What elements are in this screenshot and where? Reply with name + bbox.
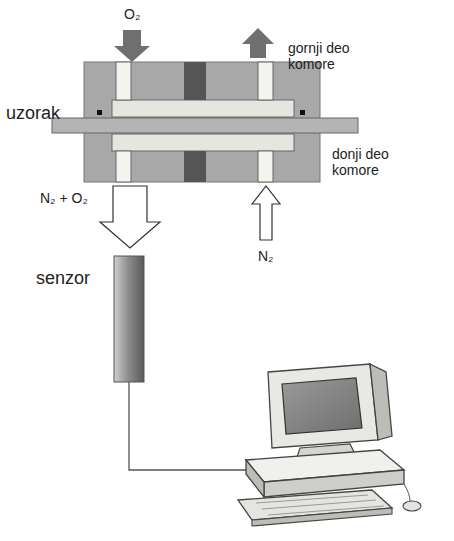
upper-cavity [112, 100, 294, 117]
chamber-part-label: donji deo komore [332, 146, 432, 178]
sensor-cable [129, 382, 250, 470]
upper-port [258, 62, 273, 100]
nitrogen-inflow-arrow [252, 186, 280, 240]
sensor-label: senzor [36, 268, 90, 289]
lower-port [116, 151, 131, 182]
sensor-body [114, 256, 144, 382]
gas-label: N₂ + O₂ [40, 190, 88, 206]
lower-center-block [184, 151, 206, 182]
lower-cavity [112, 134, 294, 151]
inflow-arrow [114, 30, 150, 62]
chamber-part-label: gornji deo komore [288, 40, 388, 72]
seal-dot [97, 110, 102, 115]
upper-port [116, 62, 131, 100]
gas-outflow-arrow [100, 186, 160, 248]
gas-label: O₂ [124, 6, 140, 22]
computer [238, 364, 421, 526]
sample-label: uzorak [6, 103, 60, 124]
outflow-arrow [242, 28, 274, 58]
lower-port [258, 151, 273, 182]
upper-center-block [184, 62, 206, 100]
sample-plate [52, 118, 358, 133]
seal-dot [300, 110, 305, 115]
gas-label: N₂ [258, 248, 274, 264]
